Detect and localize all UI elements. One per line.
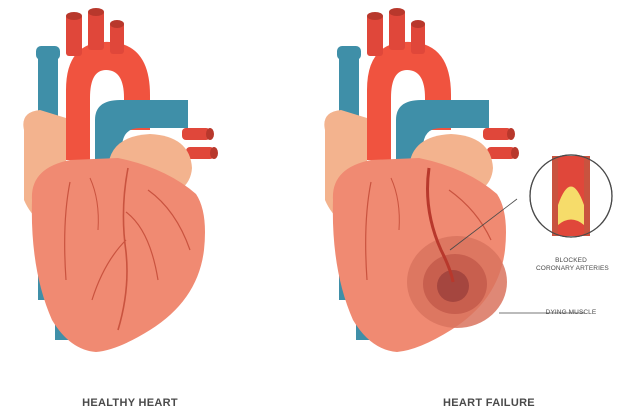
failing-heart-illustration xyxy=(309,0,618,420)
healthy-heart-panel: HEALTHY HEART xyxy=(0,0,309,420)
heart-failure-panel: BLOCKED CORONARY ARTERIES DYING MUSCLE H… xyxy=(309,0,618,420)
blocked-label-line1: BLOCKED xyxy=(536,257,606,265)
heart-drawing xyxy=(324,8,519,352)
healthy-heart-caption: HEALTHY HEART xyxy=(40,397,220,409)
heart-drawing xyxy=(23,8,218,352)
blocked-arteries-label: BLOCKED CORONARY ARTERIES xyxy=(536,257,606,273)
dying-muscle-region xyxy=(407,236,507,328)
dying-muscle-label: DYING MUSCLE xyxy=(541,309,601,317)
heart-failure-caption: HEART FAILURE xyxy=(399,397,579,409)
blocked-artery-inset xyxy=(530,155,612,237)
healthy-heart-illustration xyxy=(0,0,309,420)
blocked-label-line2: CORONARY ARTERIES xyxy=(536,265,606,273)
